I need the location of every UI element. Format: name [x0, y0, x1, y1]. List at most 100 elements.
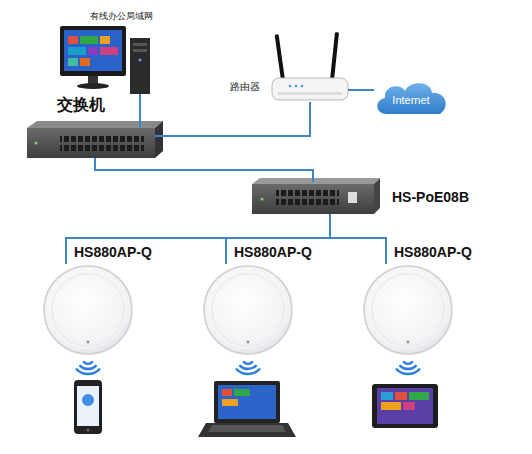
- switch-side: [155, 121, 163, 158]
- node-label: 有线办公局域网: [90, 11, 153, 21]
- poe-top: [252, 178, 380, 184]
- node-label: 路由器: [230, 81, 260, 93]
- router-antenna: [275, 34, 286, 82]
- node-label: HS880AP-Q: [74, 244, 152, 260]
- poe-body: [252, 184, 374, 214]
- tablet-screen: [377, 388, 433, 424]
- wifi-arc: [77, 369, 100, 374]
- screen-tile: [80, 36, 98, 44]
- switch: 交换机: [27, 128, 155, 158]
- ap-rim: [212, 274, 284, 346]
- power-light: [139, 59, 142, 62]
- switch-body: [27, 128, 155, 158]
- screen-tile: [100, 47, 118, 55]
- screen-tile: [222, 389, 232, 396]
- router-antenna: [330, 32, 339, 80]
- router-light: [301, 85, 303, 87]
- router-illustration: [272, 32, 348, 100]
- phone-screen: [77, 386, 99, 426]
- wifi-arc: [240, 366, 256, 369]
- phone-body: [74, 380, 102, 434]
- ap-disc: [364, 266, 452, 354]
- switch-ports: [60, 134, 144, 152]
- ap-light: [406, 340, 409, 343]
- node-label: HS-PoE08B: [392, 189, 469, 205]
- ap-disc: [44, 266, 132, 354]
- network-cable: [330, 214, 386, 264]
- wifi-arc: [400, 366, 416, 369]
- network-cable: [226, 214, 330, 264]
- monitor-base: [77, 83, 109, 89]
- monitor-stand: [88, 76, 98, 84]
- poe-side: [374, 178, 380, 214]
- wifi-arc: [244, 362, 252, 364]
- screen-tile: [100, 36, 110, 44]
- screen-tile: [403, 402, 415, 410]
- ap-shape: [42, 264, 134, 356]
- poe-ports: [276, 190, 339, 208]
- network-cable: [139, 94, 141, 128]
- access-point: HS880AP-Q: [42, 264, 134, 356]
- node-label: Internet: [392, 94, 429, 107]
- laptop-base: [198, 423, 296, 437]
- router-stripe: [278, 92, 342, 95]
- router-light: [289, 85, 291, 87]
- switch-light: [35, 142, 38, 145]
- router-light: [295, 85, 297, 87]
- screen-tile: [234, 389, 250, 396]
- node-label: HS880AP-Q: [234, 244, 312, 260]
- poe-light: [261, 198, 264, 201]
- screen-tile: [409, 392, 429, 400]
- uplink-port: [348, 192, 357, 203]
- screen-tile: [80, 58, 90, 66]
- screen-tile: [381, 392, 393, 400]
- screen-tile: [395, 392, 407, 400]
- access-point: HS880AP-Q: [362, 264, 454, 356]
- laptop-illustration: [198, 381, 296, 437]
- wifi-arc: [237, 369, 260, 374]
- phone-icon: [82, 394, 94, 406]
- wifi-arc: [84, 362, 92, 364]
- network-cable: [348, 89, 374, 91]
- ap-shape: [362, 264, 454, 356]
- internet-cloud: Internet: [374, 80, 448, 114]
- computer: 有线办公局域网: [60, 24, 152, 94]
- cloud-outline: [377, 83, 445, 114]
- drive-slot: [133, 49, 147, 52]
- switch-illustration: [27, 121, 163, 158]
- screen-tile: [68, 36, 78, 44]
- wifi-waves: [77, 362, 420, 374]
- monitor-frame: [60, 26, 126, 76]
- ap-disc: [204, 266, 292, 354]
- laptop-lid: [214, 381, 280, 423]
- router: 路由器: [272, 76, 348, 102]
- screen-tile: [88, 47, 98, 55]
- screen-tile: [222, 399, 238, 406]
- network-cable: [155, 102, 310, 136]
- node-label: 交换机: [57, 96, 105, 114]
- laptop-screen: [218, 385, 276, 419]
- wifi-arc: [397, 369, 420, 374]
- wifi-arc: [80, 366, 96, 369]
- phone-illustration: [74, 380, 102, 434]
- tablet-body: [372, 384, 438, 428]
- drive-slot: [133, 43, 147, 46]
- network-cable: [66, 214, 330, 264]
- ap-rim: [372, 274, 444, 346]
- screen-tile: [381, 402, 401, 410]
- ap-light: [86, 340, 89, 343]
- phone-button: [86, 428, 89, 431]
- tablet-illustration: [372, 384, 438, 428]
- node-label: HS880AP-Q: [394, 244, 472, 260]
- screen-tile: [68, 58, 78, 66]
- access-point: HS880AP-Q: [202, 264, 294, 356]
- monitor-screen: [64, 30, 122, 71]
- wifi-arc: [404, 362, 412, 364]
- network-cable: [95, 158, 313, 182]
- poe-switch-illustration: [252, 178, 380, 214]
- ap-rim: [52, 274, 124, 346]
- pc-tower: [130, 38, 150, 94]
